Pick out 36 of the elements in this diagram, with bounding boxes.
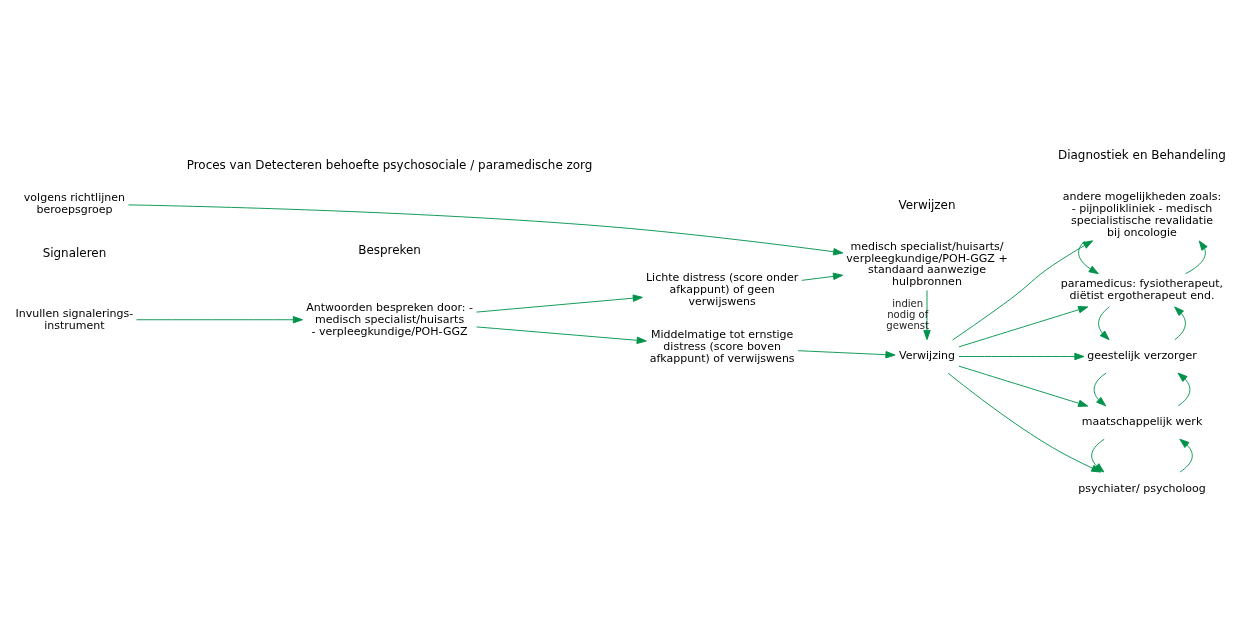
node-text: Lichte distress (score onder afkappunt) of geen verwijswens — [645, 270, 799, 308]
arrow — [1179, 438, 1193, 472]
arrow — [1185, 239, 1208, 274]
label: Proces van Detecteren behoefte psychosociale / paramedische zorg — [186, 157, 593, 172]
arrow — [958, 352, 1085, 360]
node-text: volgens richtlijnen beroepsgroep — [23, 190, 126, 216]
arrow — [923, 289, 931, 340]
arrow — [958, 305, 1089, 347]
arrow — [1093, 372, 1107, 406]
arrow — [1177, 372, 1191, 406]
arrow — [128, 203, 844, 255]
node-text: medisch specialist/huisarts/ verpleegkundige/POH-GGZ + standaard aanwezige hulpbronnen — [846, 239, 1008, 288]
node-text: Verwijzing — [899, 348, 955, 362]
node-text: geestelijk verzorger — [1087, 348, 1197, 362]
node-text: andere mogelijkheden zoals: - pijnpolikliniek - medisch specialistische revalidatie bij oncologie — [1062, 189, 1222, 239]
node-text: Antwoorden bespreken door: - medisch specialist/huisarts - verpleegkundige/POH-GGZ — [306, 300, 473, 338]
node-text: Invullen signalerings- instrument — [15, 306, 134, 332]
arrow — [797, 349, 896, 358]
arrow — [476, 294, 643, 313]
arrow — [1078, 239, 1099, 274]
label: Verwijzen — [898, 197, 956, 212]
arrow — [801, 272, 844, 281]
label: Diagnostiek en Behandeling — [1058, 147, 1226, 162]
arrow — [952, 239, 1094, 340]
arrow — [1174, 305, 1186, 340]
arrow — [1098, 305, 1110, 340]
node-text: Middelmatige tot ernstige distress (score boven afkappunt) of verwijswens — [649, 327, 795, 365]
node-text: paramedicus: fysiotherapeut, diëtist ergotherapeut end. — [1060, 276, 1224, 302]
edge-label: indien nodig of gewenst — [886, 297, 930, 331]
arrow — [136, 315, 303, 323]
arrow — [958, 365, 1089, 407]
arrow — [476, 325, 647, 344]
label: Signaleren — [42, 245, 107, 260]
node-text: psychiater/ psycholoog — [1078, 481, 1206, 495]
node-text: maatschappelijk werk — [1081, 414, 1203, 428]
label: Bespreken — [358, 242, 421, 257]
